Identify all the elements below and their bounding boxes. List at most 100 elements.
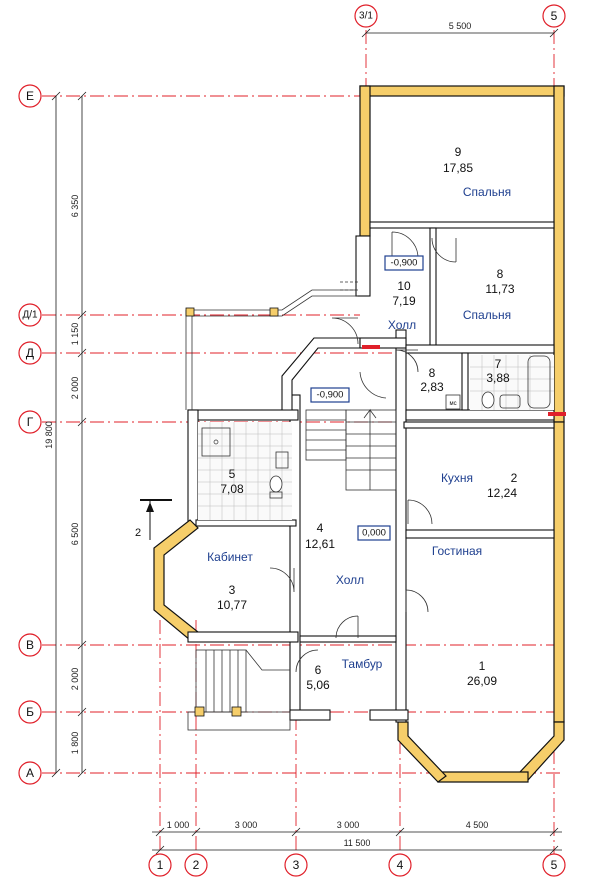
svg-text:5: 5 [229, 467, 236, 481]
doors [269, 231, 457, 673]
svg-text:Тамбур: Тамбур [342, 657, 383, 671]
axis-bubble-3-1: 3/1 [354, 4, 378, 28]
terrace-outline [185, 281, 360, 410]
axis-bubble-A: А [18, 761, 42, 785]
dim-bottom-4: 4 500 [466, 820, 489, 830]
entrance-stairs [187, 649, 291, 731]
svg-text:Гостиная: Гостиная [432, 544, 482, 558]
svg-text:Кухня: Кухня [441, 471, 473, 485]
svg-text:2: 2 [193, 858, 200, 872]
room-living: Гостиная [432, 544, 482, 558]
axis-bubble-5-top: 5 [542, 4, 566, 28]
level-markers: -0,900 -0,900 0,000 [310, 255, 424, 541]
svg-text:3: 3 [229, 583, 236, 597]
svg-text:7,08: 7,08 [220, 482, 244, 496]
dim-top-label: 5 500 [449, 21, 472, 31]
svg-text:Е: Е [26, 89, 34, 103]
dim-bottom-1: 1 000 [167, 820, 190, 830]
section-mark-label: 2 [135, 527, 141, 539]
bathroom-tiles [198, 422, 292, 520]
axis-bubble-E: Е [18, 84, 42, 108]
svg-text:7,19: 7,19 [392, 294, 416, 308]
room-9: 9 17,85 Спальня [443, 145, 511, 199]
svg-text:Спальня: Спальня [463, 308, 511, 322]
svg-text:В: В [26, 638, 34, 652]
svg-text:12,61: 12,61 [305, 537, 335, 551]
svg-text:10,77: 10,77 [217, 598, 247, 612]
svg-text:Д: Д [26, 346, 34, 360]
axis-bubble-G: Г [18, 410, 42, 434]
svg-text:8: 8 [429, 366, 436, 380]
level-marker-hall4: 0,000 [357, 525, 391, 541]
dim-left-1: 6 350 [70, 195, 80, 218]
svg-text:1: 1 [157, 858, 164, 872]
svg-text:2: 2 [511, 471, 518, 485]
dim-left-3: 2 000 [70, 377, 80, 400]
svg-text:Г: Г [27, 415, 34, 429]
axis-bubble-V: В [18, 633, 42, 657]
dim-left-5: 2 000 [70, 668, 80, 691]
svg-text:5,06: 5,06 [306, 678, 330, 692]
axis-bubble-D1: Д/1 [18, 303, 42, 327]
svg-text:Холл: Холл [336, 573, 364, 587]
svg-text:4: 4 [397, 858, 404, 872]
room-7: 7 3,88 [486, 357, 510, 385]
room-6: Тамбур 6 5,06 [306, 657, 382, 692]
dim-left-4: 6 500 [70, 523, 80, 546]
svg-text:Д/1: Д/1 [22, 310, 38, 321]
room-8-wc: 8 2,83 [420, 366, 444, 394]
axis-bubble-5-bottom: 5 [542, 853, 566, 877]
axis-bubble-B: Б [18, 700, 42, 724]
dimension-bottom: 1 000 3 000 3 000 4 500 11 500 [152, 820, 562, 855]
axis-bubble-2: 2 [184, 853, 208, 877]
axis-bubble-D: Д [18, 341, 42, 365]
room-1: 1 26,09 [467, 659, 497, 688]
svg-text:5: 5 [551, 858, 558, 872]
section-mark: 2 [135, 499, 172, 540]
axis-bubbles-vertical: 1 2 3 4 5 5 3/1 [148, 4, 566, 877]
svg-text:А: А [26, 766, 34, 780]
svg-text:Спальня: Спальня [463, 185, 511, 199]
walls [153, 85, 565, 783]
svg-text:Б: Б [26, 705, 34, 719]
svg-text:Холл: Холл [388, 318, 416, 332]
room-5: 5 7,08 [220, 467, 244, 496]
fixture-label: мс [449, 401, 456, 407]
room-3: Кабинет 3 10,77 [207, 550, 253, 612]
room-10: 10 7,19 Холл [388, 279, 416, 332]
room-2: Кухня 2 12,24 [441, 471, 518, 500]
svg-text:0,000: 0,000 [362, 528, 386, 539]
svg-text:6: 6 [315, 663, 322, 677]
dimension-top: 5 500 [361, 21, 559, 38]
dimension-left-outer: 19 800 [44, 91, 61, 778]
axis-bubble-4: 4 [388, 853, 412, 877]
svg-text:10: 10 [397, 279, 411, 293]
axis-bubbles-horizontal: Е Д/1 Д Г В Б А [18, 84, 42, 785]
svg-text:8: 8 [497, 267, 504, 281]
axis-bubble-1: 1 [148, 853, 172, 877]
svg-text:1: 1 [479, 659, 486, 673]
dim-bottom-2: 3 000 [235, 820, 258, 830]
svg-text:2,83: 2,83 [420, 380, 444, 394]
svg-text:26,09: 26,09 [467, 674, 497, 688]
dim-bottom-3: 3 000 [337, 820, 360, 830]
svg-text:3,88: 3,88 [486, 371, 510, 385]
level-marker-stair: -0,900 [310, 387, 350, 403]
axis-bubble-3: 3 [284, 853, 308, 877]
axis-grid [42, 30, 560, 858]
room-4: 4 12,61 Холл [305, 521, 364, 587]
dim-left-2: 1 150 [70, 323, 80, 346]
room-8-bedroom: 8 11,73 Спальня [463, 267, 515, 322]
svg-text:3: 3 [293, 858, 300, 872]
svg-text:7: 7 [495, 357, 502, 371]
bath-fixtures: мс [362, 345, 566, 416]
dimension-left-inner: 6 350 1 150 2 000 6 500 2 000 1 800 [70, 91, 87, 778]
level-marker-hall10: -0,900 [384, 255, 424, 271]
svg-text:4: 4 [317, 521, 324, 535]
svg-text:11,73: 11,73 [485, 282, 514, 296]
internal-stair [305, 408, 397, 491]
svg-text:-0,900: -0,900 [391, 258, 418, 269]
svg-text:-0,900: -0,900 [317, 390, 344, 401]
svg-text:Кабинет: Кабинет [207, 550, 253, 564]
